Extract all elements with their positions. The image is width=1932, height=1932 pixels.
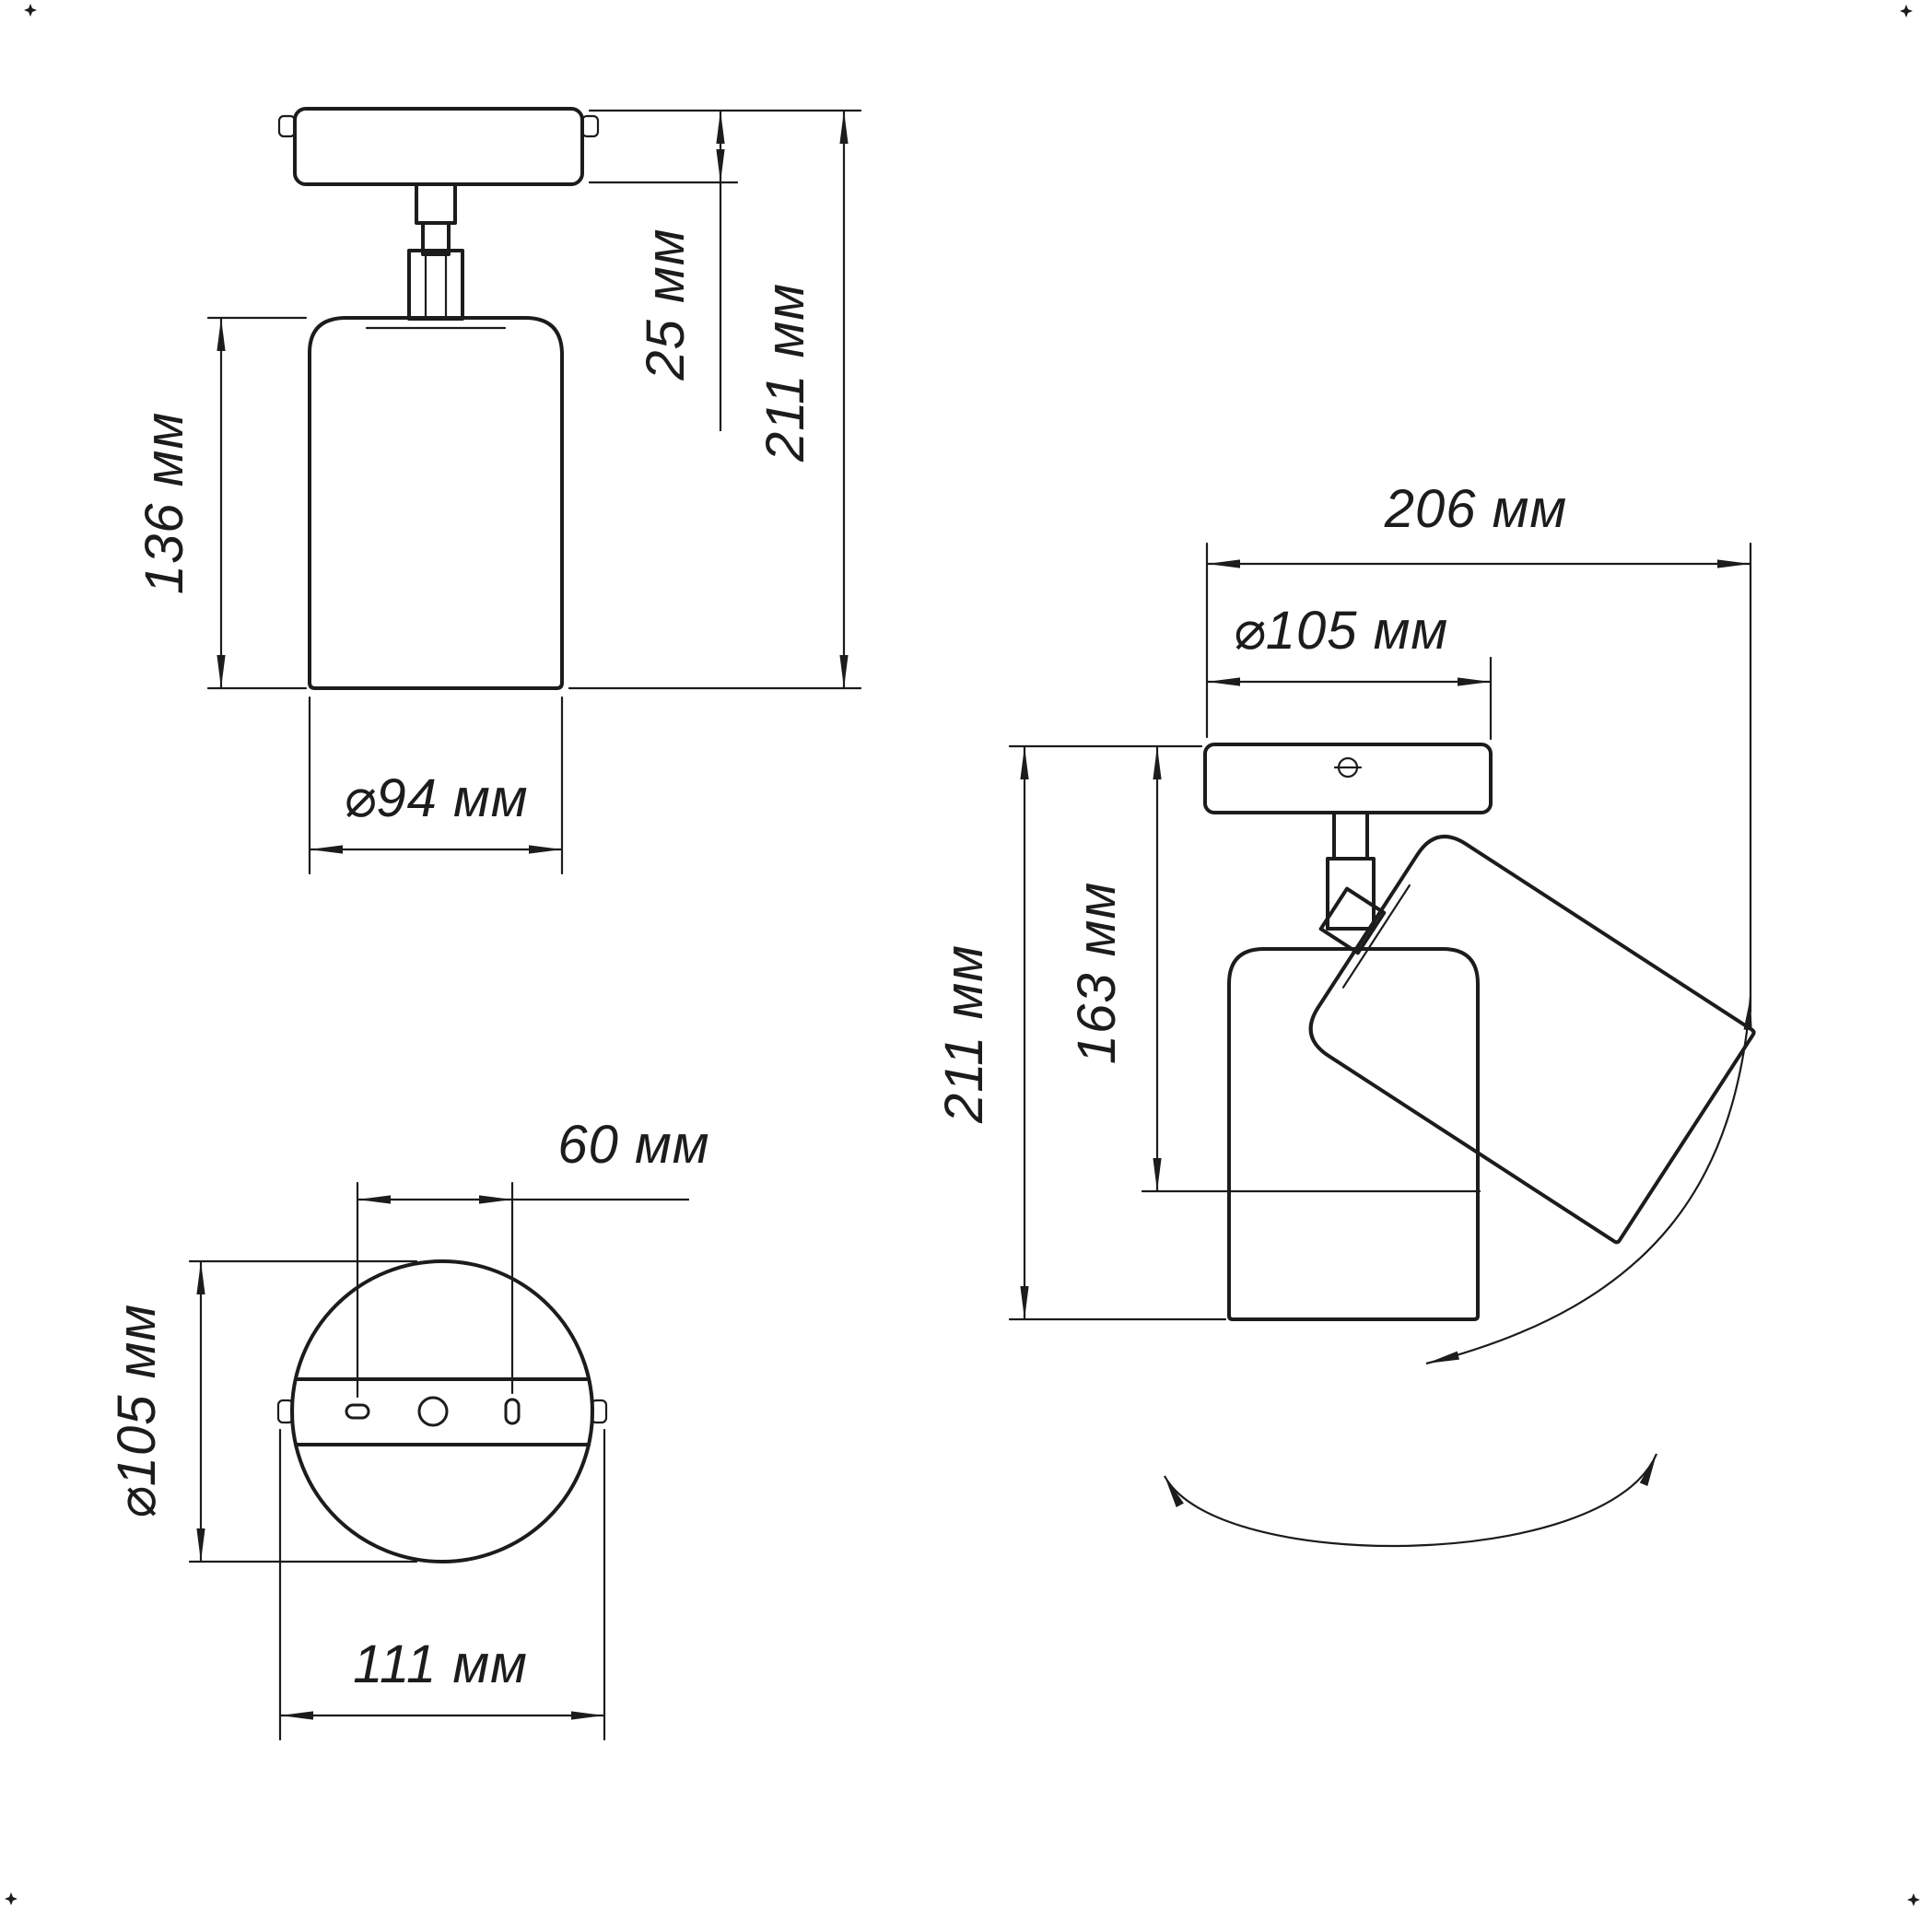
shade-cylinder: [308, 316, 564, 690]
shade-tilted-position: [1308, 835, 1756, 1245]
dim-total-height-front: 211 мм: [568, 111, 862, 690]
shade-straight-position: [1227, 947, 1480, 1321]
dim-label-25: 25 мм: [636, 228, 696, 381]
dim-body-height: 163 мм: [1067, 746, 1481, 1193]
dim-reach: 206 мм: [1205, 479, 1752, 1013]
stem-upper: [1332, 811, 1369, 861]
dim-base-diameter-tilted: ⌀105 мм: [1207, 601, 1493, 741]
dim-shade-diameter: ⌀94 мм: [308, 696, 564, 875]
dim-label-206: 206 мм: [1384, 479, 1567, 539]
tilted-view: 206 мм ⌀105 мм 211 мм 163 мм: [934, 479, 1756, 1548]
swivel-yoke: [407, 249, 464, 321]
cable-hole: [417, 1396, 449, 1427]
dim-label-163: 163 мм: [1067, 882, 1127, 1064]
shade-top-seam: [1341, 884, 1411, 989]
canopy-plate: [293, 107, 584, 186]
tilt-bracket: [1318, 886, 1387, 955]
stem-neck: [421, 221, 451, 256]
dim-base-diameter-bottom: ⌀105 мм: [107, 1259, 418, 1563]
dim-label-94: ⌀94 мм: [343, 768, 528, 828]
canopy-screw-right: [580, 114, 600, 138]
dim-overall-width: 111 мм: [278, 1428, 606, 1741]
dim-label-111: 111 мм: [353, 1634, 528, 1694]
registration-mark: [1900, 5, 1913, 18]
mounting-slot-left: [345, 1403, 370, 1420]
shade-cylinder-tilted: [1308, 835, 1756, 1245]
mounting-slot-right: [504, 1398, 521, 1425]
dim-label-105-bottom: ⌀105 мм: [107, 1304, 167, 1519]
registration-mark: [24, 4, 37, 17]
canopy-plate: [1203, 743, 1493, 814]
swivel-rotation-arrow: [1164, 1453, 1658, 1548]
dim-slot-spacing: 60 мм: [356, 1115, 709, 1399]
side-screw-left: [276, 1399, 295, 1424]
side-screw-right: [590, 1399, 608, 1424]
dim-plate-height: 25 мм: [588, 109, 862, 431]
dim-total-height-tilted: 211 мм: [934, 744, 1227, 1321]
dim-label-211-front: 211 мм: [755, 283, 815, 463]
bottom-view: 60 мм ⌀105 мм 111 мм: [107, 1115, 709, 1741]
registration-mark: [5, 1892, 18, 1905]
dim-label-211-tilted: 211 мм: [934, 944, 994, 1124]
base-circle: [290, 1259, 594, 1563]
registration-marks: [5, 4, 1920, 1906]
dim-label-105-tilted: ⌀105 мм: [1233, 601, 1448, 661]
dim-label-136: 136 мм: [135, 412, 194, 594]
canopy-screw-left: [277, 114, 297, 138]
swivel-knuckle: [1326, 857, 1376, 931]
registration-mark: [1907, 1893, 1920, 1906]
stem-upper: [415, 182, 457, 225]
tilt-rotation-arrow: [1425, 996, 1752, 1365]
dim-shade-height: 136 мм: [135, 316, 308, 690]
dim-label-60: 60 мм: [557, 1115, 709, 1175]
front-view: 136 мм ⌀94 мм 25 мм 211 мм: [135, 107, 862, 875]
